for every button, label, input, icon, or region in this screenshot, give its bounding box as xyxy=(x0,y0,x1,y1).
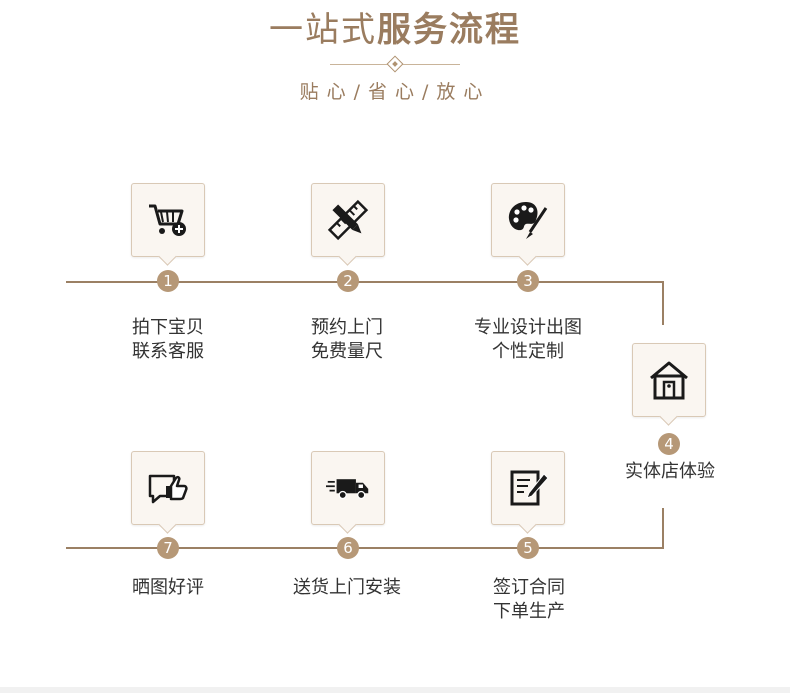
step-3-label-line2: 个性定制 xyxy=(492,341,564,362)
pencil-ruler-icon xyxy=(327,199,369,241)
step-3-label: 专业设计出图 个性定制 xyxy=(448,316,608,364)
step-4-number: 4 xyxy=(658,433,680,455)
step-2-icon-box xyxy=(311,183,385,257)
step-7-label-line1: 晒图好评 xyxy=(132,577,204,598)
step-6-label-line1: 送货上门安装 xyxy=(293,577,401,598)
flow-line-right-top xyxy=(662,281,664,325)
step-3-label-line1: 专业设计出图 xyxy=(474,317,582,338)
paint-palette-icon xyxy=(508,202,548,239)
flow-line-top xyxy=(66,281,662,283)
step-1-number: 1 xyxy=(157,270,179,292)
step-4-label-line1: 实体店体验 xyxy=(625,461,715,482)
step-2-label-line1: 预约上门 xyxy=(311,317,383,338)
flow-line-right-corner-top xyxy=(650,281,664,283)
step-3-number: 3 xyxy=(517,270,539,292)
step-1-label-line2: 联系客服 xyxy=(132,341,204,362)
step-1-label-line1: 拍下宝贝 xyxy=(132,317,204,338)
step-2-number: 2 xyxy=(337,270,359,292)
step-4-label: 实体店体验 xyxy=(600,460,740,484)
step-1-icon-box xyxy=(131,183,205,257)
flow-line-right-bottom xyxy=(662,508,664,548)
title-light: 一站式 xyxy=(269,10,377,50)
page-title: 一站式服务流程 xyxy=(0,8,790,52)
step-5-number: 5 xyxy=(517,537,539,559)
store-house-icon xyxy=(650,361,688,400)
step-5-label-line1: 签订合同 xyxy=(493,577,565,598)
contract-sign-icon xyxy=(510,470,549,506)
bottom-bar xyxy=(0,687,790,693)
divider-diamond-icon xyxy=(386,55,404,73)
thumbs-up-review-icon xyxy=(148,474,188,504)
delivery-truck-icon xyxy=(326,479,369,500)
shopping-cart-add-icon xyxy=(149,204,186,236)
step-2-label: 预约上门 免费量尺 xyxy=(279,316,415,364)
step-3-icon-box xyxy=(491,183,565,257)
step-7-label: 晒图好评 xyxy=(100,576,236,600)
flow-line-bottom xyxy=(66,547,664,549)
step-6-icon-box xyxy=(311,451,385,525)
page-subtitle: 贴心/省心/放心 xyxy=(299,81,491,103)
step-7-number: 7 xyxy=(157,537,179,559)
step-7-icon-box xyxy=(131,451,205,525)
step-5-label: 签订合同 下单生产 xyxy=(459,576,599,624)
step-1-label: 拍下宝贝 联系客服 xyxy=(100,316,236,364)
step-4-icon-box xyxy=(632,343,706,417)
step-2-label-line2: 免费量尺 xyxy=(311,341,383,362)
step-6-number: 6 xyxy=(337,537,359,559)
step-6-label: 送货上门安装 xyxy=(266,576,428,600)
step-5-icon-box xyxy=(491,451,565,525)
step-5-label-line2: 下单生产 xyxy=(493,601,565,622)
title-bold: 服务流程 xyxy=(377,10,521,50)
